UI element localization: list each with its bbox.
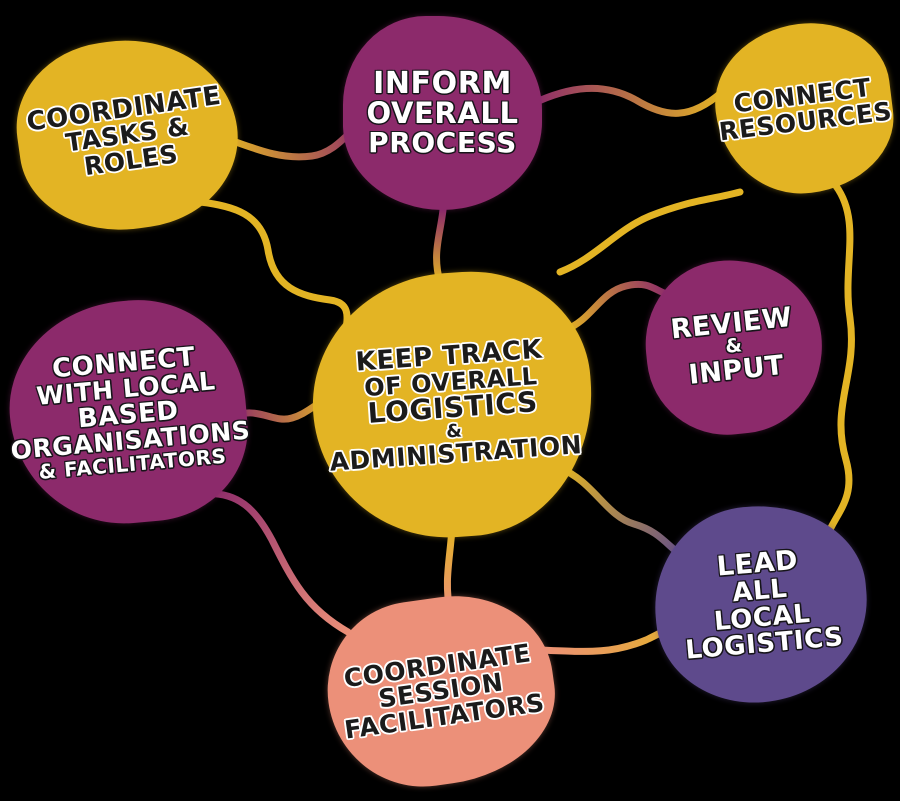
edge-keep-track-to-connect-resources — [556, 188, 744, 276]
node-label-line: INPUT — [687, 349, 786, 391]
node-label-line: OVERALL — [366, 96, 519, 131]
node-label-line: ADMINISTRATION — [328, 430, 584, 477]
node-label-line: INFORM — [373, 65, 512, 101]
edge-keep-track-to-lead-local — [556, 464, 692, 564]
node-label-line: LOGISTICS — [684, 622, 845, 666]
edge-coordinate-tasks-to-keep-track — [196, 198, 351, 356]
edge-connect-local-to-coordinate-session — [196, 490, 352, 636]
edge-connect-resources-to-lead-local — [820, 182, 855, 564]
edge-inform-to-keep-track — [433, 206, 447, 286]
node-label-line: PROCESS — [368, 125, 517, 159]
edge-inform-to-connect-resources — [528, 84, 726, 117]
edge-keep-track-to-review-input — [561, 280, 676, 334]
